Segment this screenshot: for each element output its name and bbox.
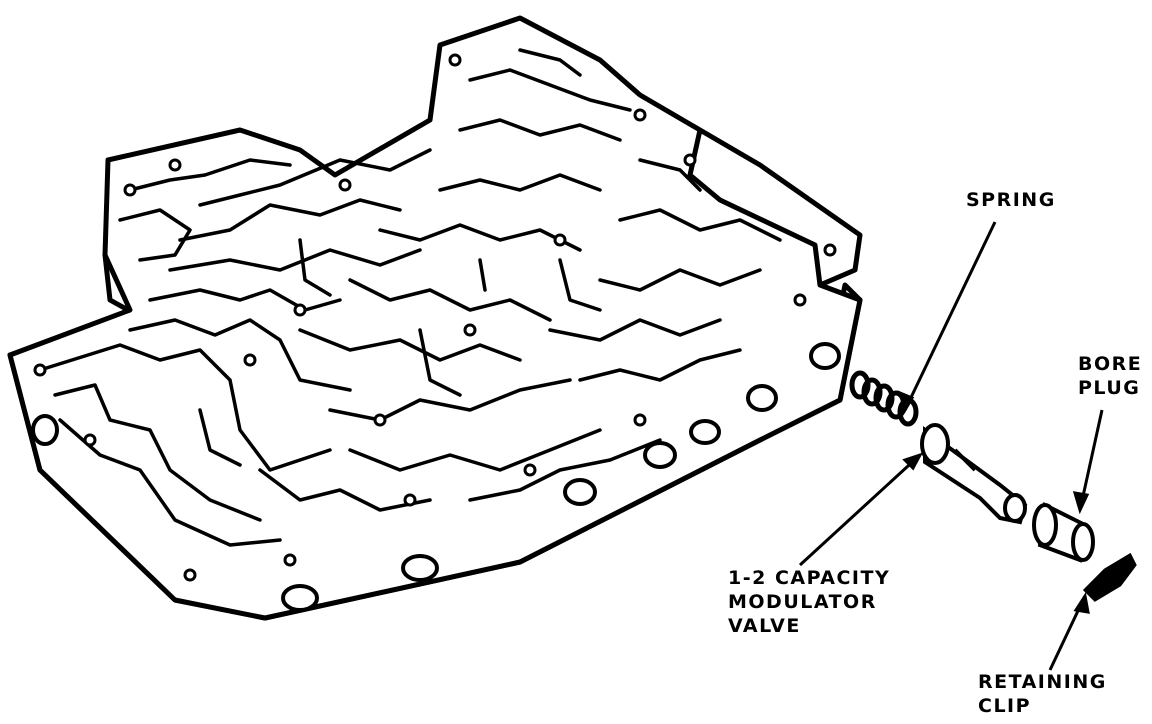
label-retaining-clip-line-1: RETAINING — [978, 671, 1107, 693]
leader-lines — [798, 221, 1104, 671]
fluid-passages — [38, 48, 782, 547]
label-retaining-clip-line-2: CLIP — [978, 695, 1032, 717]
bore-plug-part — [1032, 501, 1095, 563]
label-bore-plug: BORE PLUG — [1078, 352, 1142, 400]
label-modulator-valve-line-1: 1-2 CAPACITY — [728, 567, 891, 589]
side-bores — [31, 342, 841, 612]
label-spring: SPRING — [966, 188, 1056, 212]
label-modulator-valve-line-2: MODULATOR — [728, 591, 877, 613]
label-modulator-valve: 1-2 CAPACITY MODULATOR VALVE — [728, 566, 890, 638]
retaining-clip-part — [1082, 552, 1137, 602]
modulator-valve-part — [920, 423, 1028, 525]
label-spring-line: SPRING — [966, 189, 1056, 211]
label-modulator-valve-line-3: VALVE — [728, 615, 801, 637]
label-bore-plug-line-2: PLUG — [1078, 377, 1141, 399]
label-retaining-clip: RETAINING CLIP — [978, 670, 1107, 718]
bolt-holes — [33, 53, 837, 582]
valve-body-casting — [7, 15, 863, 621]
label-bore-plug-line-1: BORE — [1078, 353, 1143, 375]
